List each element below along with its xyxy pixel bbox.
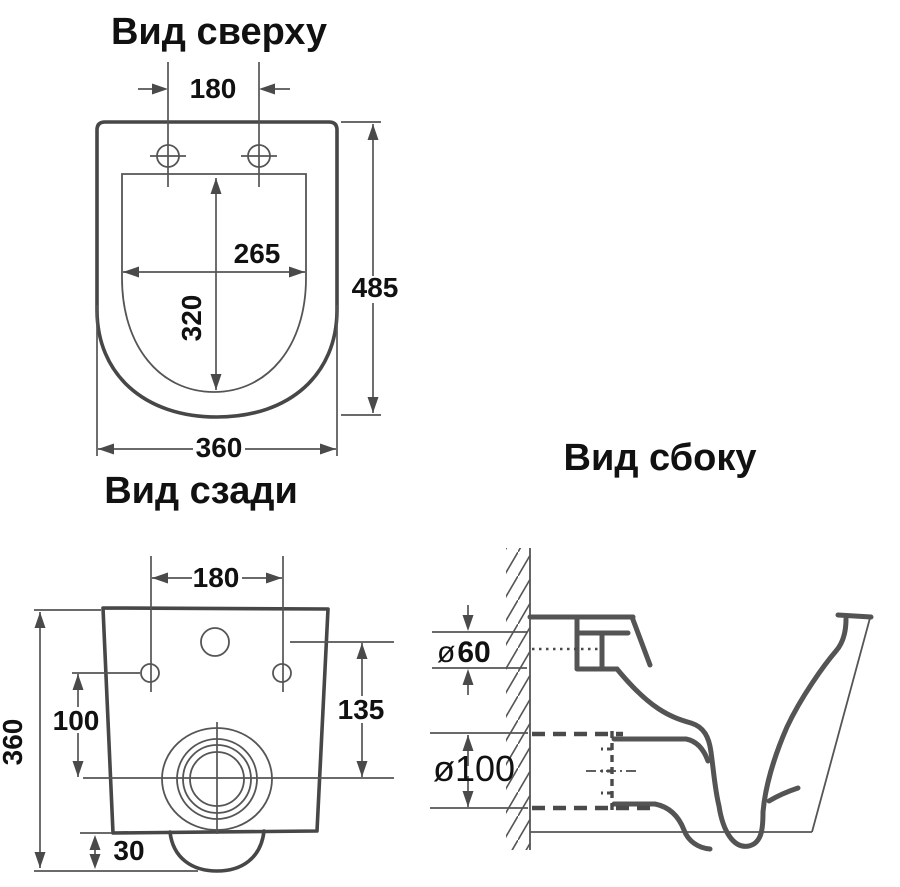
dim-text-mask	[193, 435, 245, 461]
dim-outlet-diameter: ø100	[430, 732, 528, 809]
toilet-profile	[527, 612, 874, 852]
dim-value: 320	[176, 295, 207, 342]
dim-holes-to-outlet: 100	[53, 672, 140, 777]
dim-value: 100	[53, 705, 100, 736]
dim-value: 265	[234, 238, 281, 269]
bowl-outer-outline-top	[95, 120, 339, 419]
side-view: Вид сбоку	[430, 437, 874, 852]
dim-text-mask	[53, 707, 99, 733]
dim-inner-depth: 320	[176, 178, 222, 390]
rear-view-title: Вид сзади	[104, 470, 298, 512]
flow-mark	[766, 785, 801, 804]
wall-hatching	[506, 548, 530, 850]
rear-view: Вид сзади 180	[0, 470, 394, 873]
dim-inlet-diameter: ø60	[432, 605, 527, 695]
body-outline-rear	[101, 606, 330, 835]
bolt-hole-left	[140, 663, 160, 683]
bowl-front-silhouette	[811, 617, 871, 833]
bowl-back-and-trap	[614, 616, 849, 849]
dim-inner-width: 265	[123, 238, 305, 278]
dim-text-mask	[351, 276, 398, 303]
dim-value: ø60	[437, 636, 491, 669]
dim-hole-spacing-top: 180	[138, 62, 290, 187]
dim-value: 180	[190, 73, 237, 104]
dim-inlet-to-outlet: 135	[290, 641, 394, 777]
rim-edge	[835, 612, 874, 620]
dim-value: 485	[352, 272, 399, 303]
dim-value: 180	[193, 562, 240, 593]
dim-value: ø100	[433, 748, 515, 789]
dim-overall-depth: 485	[341, 121, 399, 416]
dim-value: 360	[196, 432, 243, 463]
drain-outlet	[83, 722, 394, 834]
dim-value: 30	[113, 835, 144, 866]
dim-text-mask	[338, 696, 385, 723]
dim-overall-width-top: 360	[96, 305, 338, 463]
seat-inner-outline	[121, 173, 307, 393]
dim-bottom-clearance: 30	[80, 832, 145, 869]
dim-value: 360	[0, 719, 28, 766]
inlet-hole	[200, 627, 230, 657]
drain-pipe-top	[611, 736, 711, 764]
drain-pipe-bottom	[611, 801, 713, 852]
bolt-hole-right	[272, 663, 292, 683]
dim-overall-height-rear: 360	[0, 609, 198, 872]
dim-hole-spacing-rear: 180	[150, 556, 284, 692]
bowl-bottom-curve	[168, 829, 266, 873]
top-view: Вид сверху 180 265	[95, 11, 399, 463]
side-view-title: Вид сбоку	[564, 437, 757, 479]
top-view-title: Вид сверху	[111, 11, 327, 53]
dim-value: 135	[338, 694, 385, 725]
